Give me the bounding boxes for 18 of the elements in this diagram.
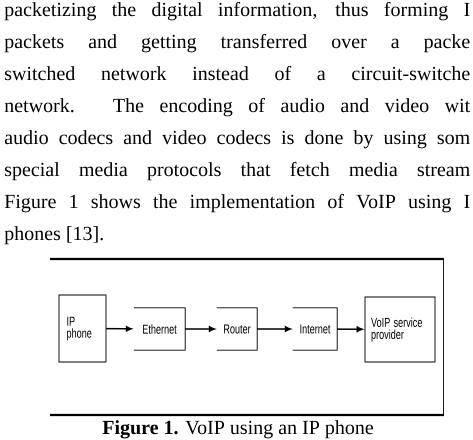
text-line: phones [13]. (4, 226, 103, 244)
process-box: Internet (292, 307, 338, 351)
process-box: VoIP service provider (364, 296, 436, 362)
arrow (106, 326, 132, 332)
text-line: packets and getting transferred over a packe (4, 34, 470, 52)
text-line: packetizing the digital information, thus forming I (4, 2, 470, 20)
text-line: special media protocols that fetch media stream (5, 162, 470, 180)
arrow (337, 326, 363, 332)
text-line: Figure 1 shows the implementation of VoIP using I (4, 194, 470, 212)
figure-caption: Figure 1. VoIP using an IP phone (102, 420, 374, 438)
arrow (257, 326, 291, 332)
text-line: audio codecs and video codecs is done by using som (4, 130, 470, 148)
process-box: Ethernet (133, 307, 186, 351)
text-line: switched network instead of a circuit-switche (5, 66, 470, 80)
process-box: IP phone (58, 294, 106, 362)
arrow (185, 326, 215, 332)
text-line: network. The encoding of audio and video wit (4, 98, 470, 116)
process-box: Router (216, 307, 258, 351)
